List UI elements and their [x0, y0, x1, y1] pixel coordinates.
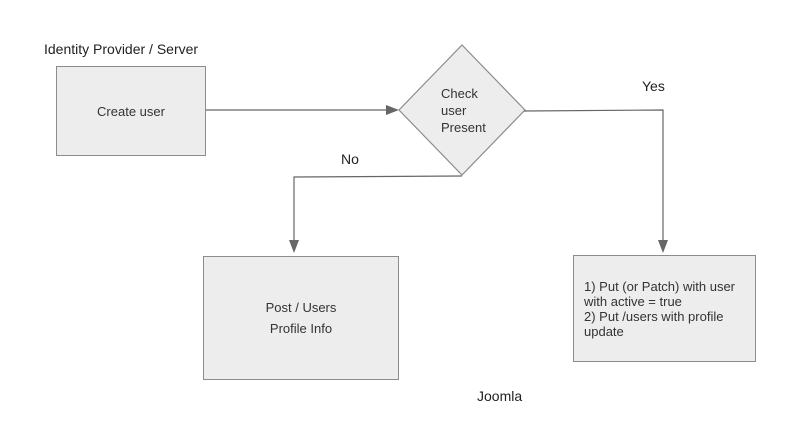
- put-patch-node: 1) Put (or Patch) with user with active …: [573, 255, 756, 362]
- no-branch-label: No: [341, 151, 359, 167]
- create-user-node: Create user: [56, 66, 206, 156]
- post-users-line1: Post / Users: [265, 300, 337, 315]
- arrow-yes-branch: [523, 109, 668, 253]
- check-user-present-line1: Check: [441, 86, 478, 101]
- check-user-present-line2: user: [441, 103, 467, 118]
- arrow-no-branch: [289, 175, 463, 253]
- check-user-present-line3: Present: [441, 120, 486, 135]
- create-user-label: Create user: [97, 103, 165, 119]
- put-patch-line4: update: [584, 324, 624, 339]
- check-user-present-label: Check user Present: [441, 85, 486, 136]
- identity-provider-label: Identity Provider / Server: [44, 41, 199, 57]
- post-users-node: Post / Users Profile Info: [203, 256, 399, 380]
- yes-branch-label: Yes: [642, 78, 665, 94]
- put-patch-line2: with active = true: [584, 294, 682, 309]
- joomla-label: Joomla: [477, 388, 523, 404]
- put-patch-line3: 2) Put /users with profile: [584, 309, 724, 324]
- put-patch-line1: 1) Put (or Patch) with user: [584, 279, 735, 294]
- post-users-line2: Profile Info: [269, 321, 333, 336]
